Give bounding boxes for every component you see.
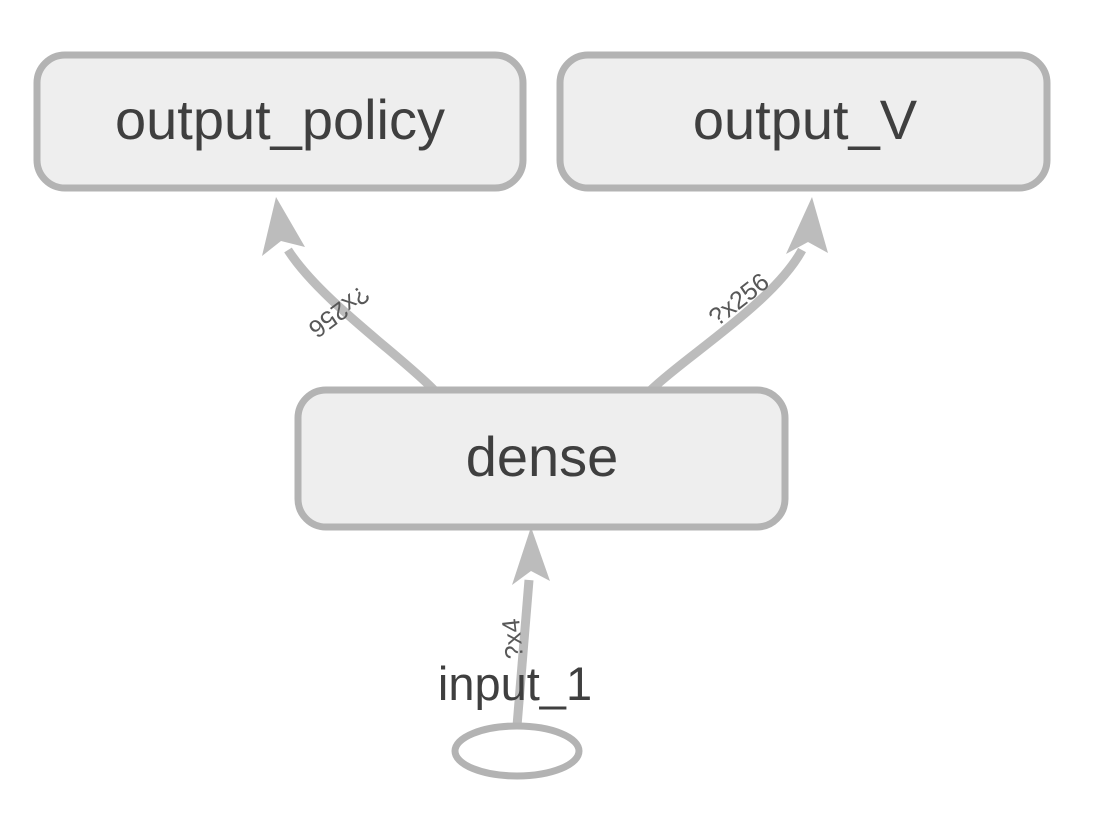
edge-input1-dense-path	[512, 579, 534, 727]
edge-dense-output-v-path	[647, 247, 806, 394]
node-dense-label: dense	[466, 425, 619, 488]
node-input-1[interactable]: input_1	[438, 657, 592, 780]
node-output-policy-box[interactable]	[33, 51, 527, 192]
edge-dense-output-policy: ?x256	[262, 197, 438, 394]
edge-dense-output-policy-arrowhead	[262, 197, 305, 256]
edge-dense-output-v-arrowhead	[786, 197, 828, 254]
node-output-policy-label: output_policy	[115, 88, 445, 151]
edge-input1-dense: ?x4	[497, 527, 550, 727]
edge-input1-dense-arrowhead	[512, 527, 550, 585]
node-dense[interactable]: dense	[294, 386, 789, 531]
node-input-1-label: input_1	[438, 657, 592, 710]
node-output-policy[interactable]: output_policy	[33, 51, 527, 192]
edge-dense-output-policy-path	[284, 247, 438, 394]
node-output-v-box[interactable]	[556, 51, 1051, 192]
node-output-v[interactable]: output_V	[556, 51, 1051, 192]
node-output-v-label: output_V	[693, 88, 918, 151]
edge-label-input1-dense: ?x4	[497, 617, 529, 660]
node-input-1-ellipse[interactable]	[451, 722, 583, 780]
edge-dense-output-v: ?x256	[647, 197, 828, 394]
node-dense-box[interactable]	[294, 386, 789, 531]
